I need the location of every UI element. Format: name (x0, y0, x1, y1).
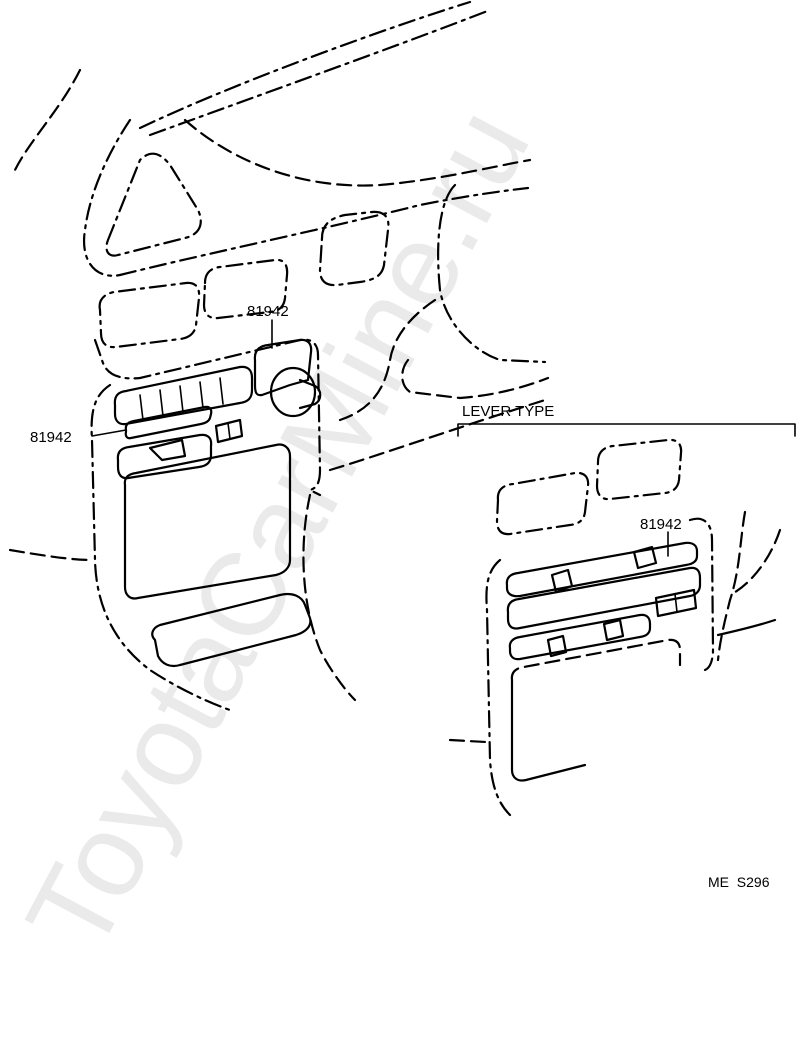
dashboard-main-view (8, 0, 550, 712)
lever-type-label: LEVER TYPE (462, 403, 554, 420)
part-number-main-left: 81942 (30, 429, 72, 446)
leader-line-left (91, 429, 127, 437)
part-number-lever: 81942 (640, 516, 682, 533)
diagram-code: ME S296 (708, 874, 770, 890)
dashboard-lever-type-view (448, 438, 782, 817)
lever-type-bracket (457, 423, 796, 437)
watermark: ToyotaCarMine.ru (1, 88, 555, 972)
part-number-main-top: 81942 (247, 303, 289, 320)
